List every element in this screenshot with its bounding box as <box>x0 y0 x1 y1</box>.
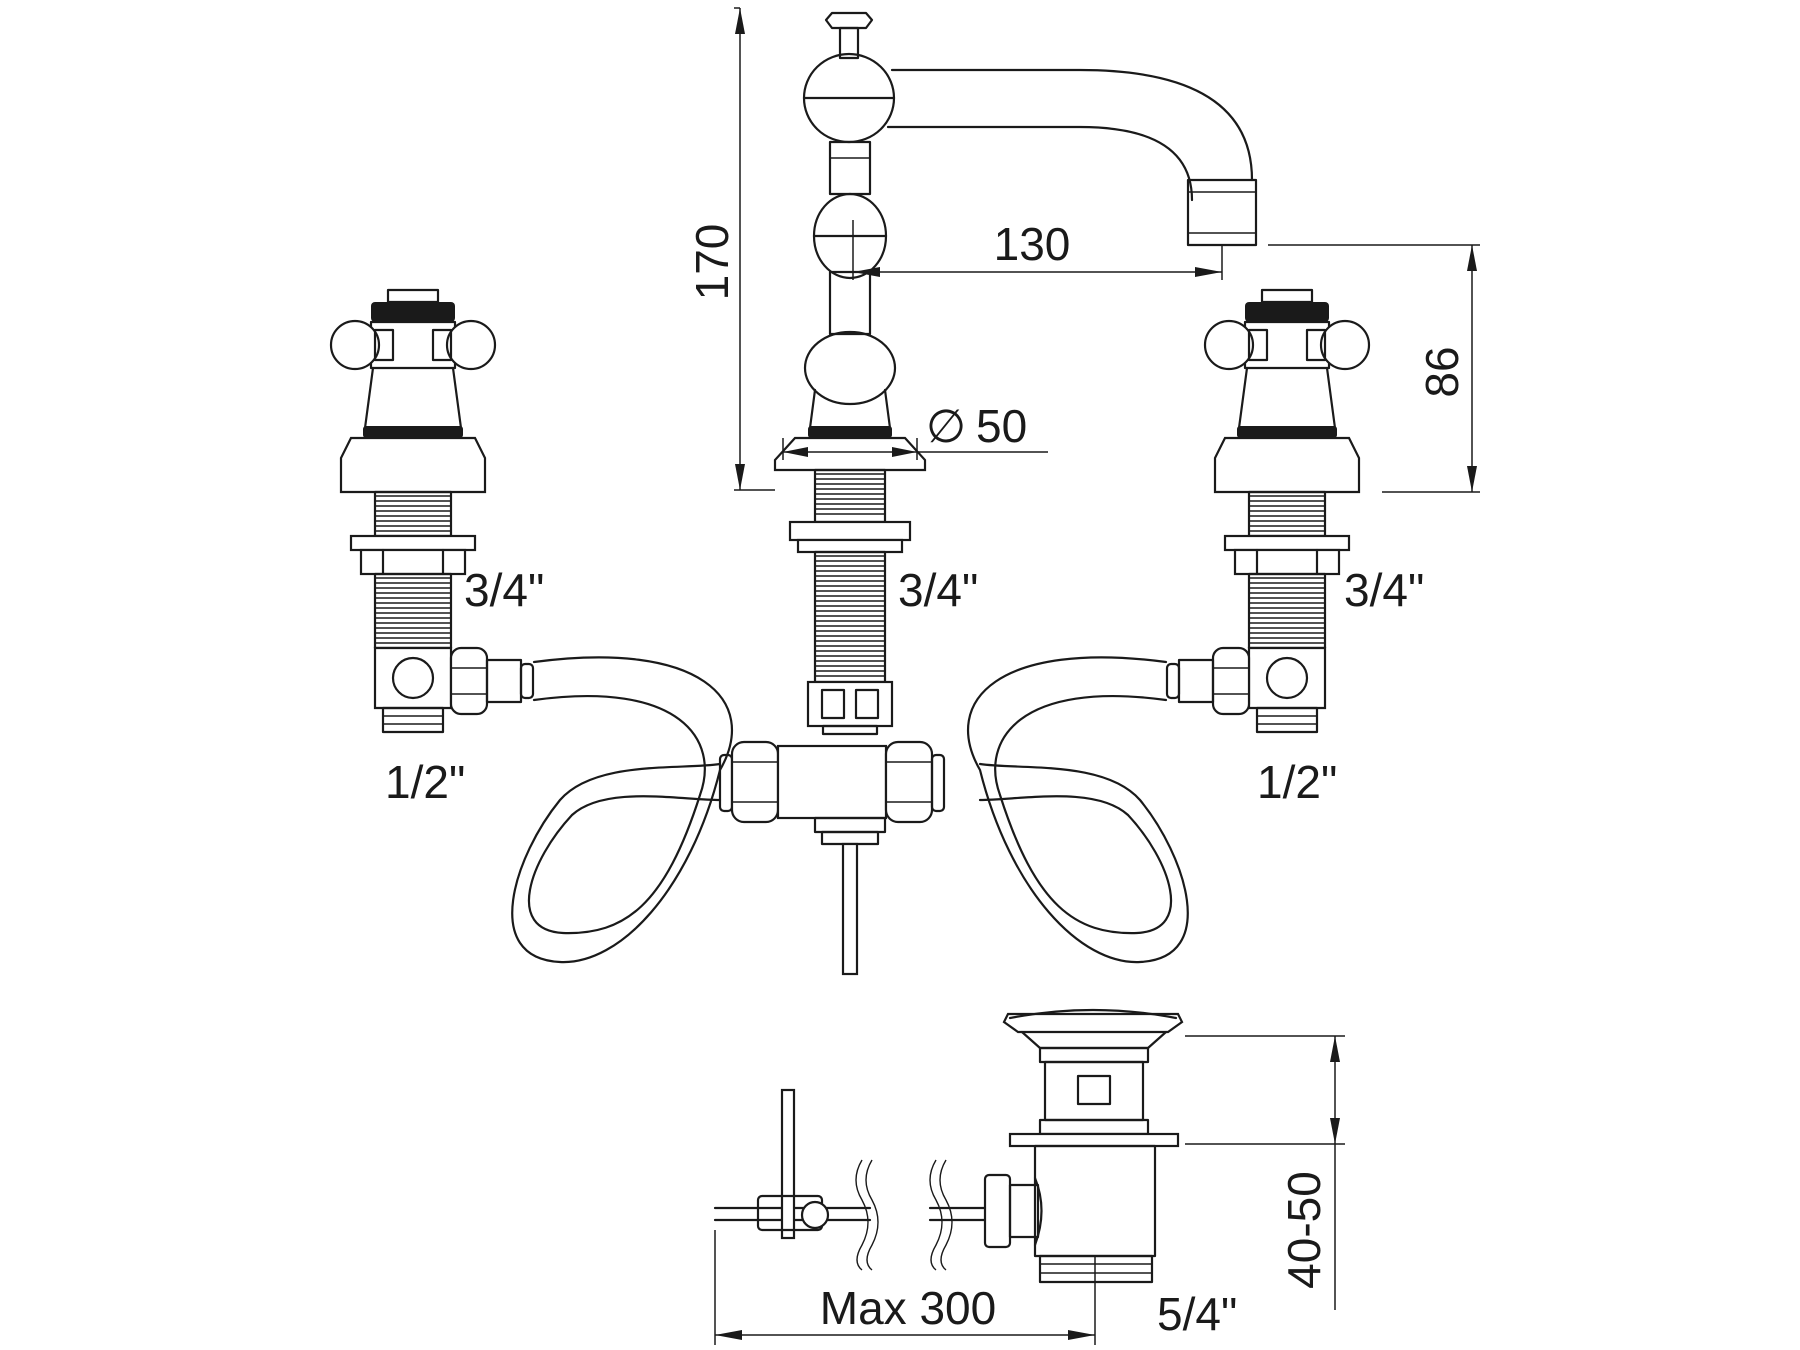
left-valve-thread-label: 3/4" <box>464 564 544 616</box>
left-valve-threads <box>375 495 451 644</box>
dim-86-label: 86 <box>1416 346 1468 397</box>
left-valve <box>329 288 535 734</box>
dim-40-50-label: 40-50 <box>1278 1171 1330 1289</box>
spout-thread-lines <box>815 473 885 677</box>
left-inlet-thread-label: 1/2" <box>385 756 465 808</box>
dimension-labels: 170 130 86 ∅ 50 Max 300 40-50 <box>686 218 1468 1334</box>
dim-170-label: 170 <box>686 224 738 301</box>
right-valve-threads <box>1249 495 1325 644</box>
thread-labels: 3/4" 3/4" 3/4" 1/2" 1/2" 5/4" <box>385 564 1424 1340</box>
right-valve-thread-label: 3/4" <box>1344 564 1424 616</box>
right-inlet-thread-label: 1/2" <box>1257 756 1337 808</box>
pop-up-waste <box>713 1008 1184 1284</box>
right-flex-hose <box>966 656 1189 964</box>
right-valve <box>1165 288 1371 734</box>
mixing-tee <box>718 740 946 976</box>
diameter-symbol: ∅ <box>926 400 966 452</box>
dim-50-label: 50 <box>976 400 1027 452</box>
spout-body <box>773 11 1258 736</box>
dim-130-label: 130 <box>994 218 1071 270</box>
dim-max-300-label: Max 300 <box>820 1282 996 1334</box>
spout-thread-label: 3/4" <box>898 564 978 616</box>
left-flex-hose <box>511 656 734 964</box>
waste-thread-label: 5/4" <box>1157 1288 1237 1340</box>
dimension-lines <box>714 7 1480 1345</box>
